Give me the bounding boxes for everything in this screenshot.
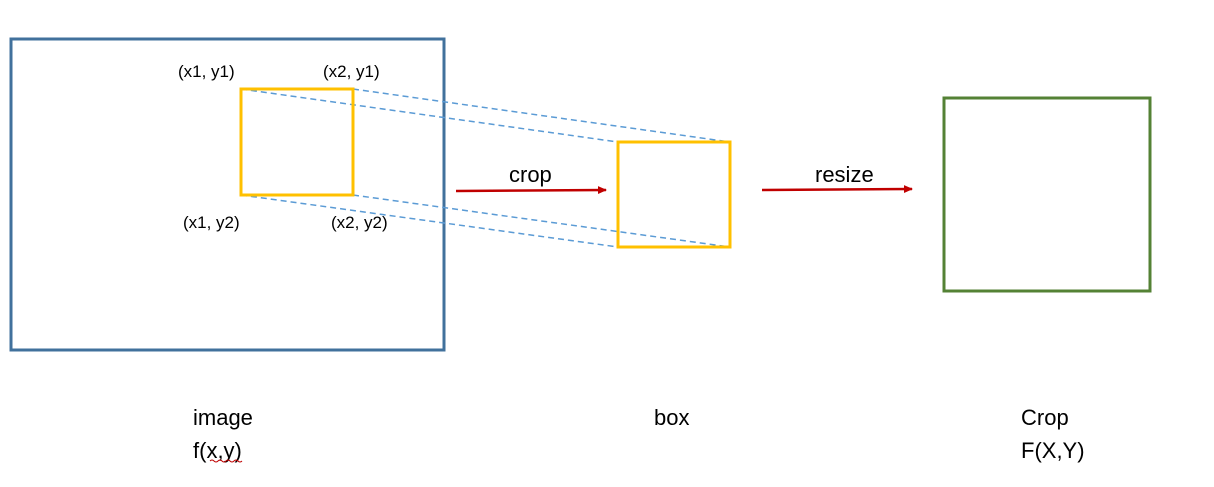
spellcheck-underline — [209, 459, 243, 463]
crop-caption-function: F(X,Y) — [1021, 438, 1085, 463]
corner-label-top-right: (x2, y1) — [323, 62, 380, 81]
projection-line-top-right — [352, 88, 731, 143]
projection-lines — [240, 88, 731, 248]
projection-line-top-left — [240, 88, 619, 143]
crop-arrow-label: crop — [509, 162, 552, 187]
crop-caption-title: Crop — [1021, 405, 1069, 430]
box-caption-title: box — [654, 405, 689, 430]
resized-crop-frame — [942, 96, 1152, 293]
resize-arrow-label: resize — [815, 162, 874, 187]
resize-arrow — [761, 185, 913, 194]
image-caption-title: image — [193, 405, 253, 430]
crop-arrow — [455, 186, 607, 195]
source-image-frame — [9, 37, 446, 352]
projection-line-bottom-right — [352, 194, 731, 248]
corner-label-top-left: (x1, y1) — [178, 62, 235, 81]
image-caption-function: f(x,y) — [193, 438, 242, 463]
corner-label-bottom-right: (x2, y2) — [331, 213, 388, 232]
cropped-box — [616, 140, 732, 249]
corner-label-bottom-left: (x1, y2) — [183, 213, 240, 232]
selection-region — [239, 87, 355, 197]
projection-line-bottom-left — [240, 194, 619, 248]
